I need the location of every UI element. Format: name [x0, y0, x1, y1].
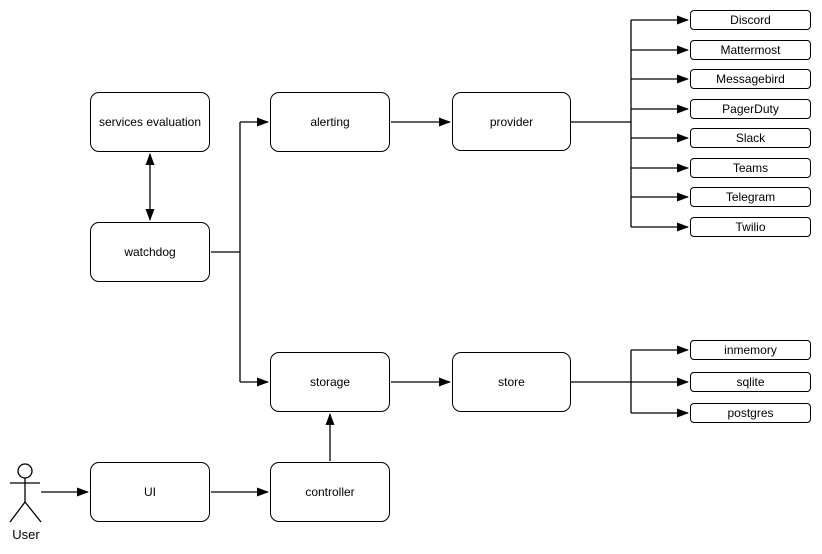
user-actor-icon — [9, 463, 42, 523]
node-store-sqlite: sqlite — [690, 372, 811, 392]
node-provider-mattermost: Mattermost — [690, 40, 811, 60]
node-store-inmemory: inmemory — [690, 340, 811, 360]
node-store-postgres: postgres — [690, 403, 811, 423]
node-controller: controller — [270, 462, 390, 522]
edge-provider-fanout — [571, 15, 689, 232]
node-watchdog: watchdog — [90, 222, 210, 282]
node-alerting: alerting — [270, 92, 390, 152]
node-provider-slack: Slack — [690, 128, 811, 148]
node-provider-messagebird: Messagebird — [690, 69, 811, 89]
node-provider-twilio: Twilio — [690, 217, 811, 237]
node-provider-discord: Discord — [690, 10, 811, 30]
node-provider-telegram: Telegram — [690, 187, 811, 207]
node-provider-teams: Teams — [690, 158, 811, 178]
node-storage: storage — [270, 352, 390, 412]
node-services-evaluation: services evaluation — [90, 92, 210, 152]
edge-watchdog-branch — [211, 117, 269, 387]
edge-store-fanout — [571, 345, 689, 418]
node-store: store — [452, 352, 571, 412]
node-ui: UI — [90, 462, 210, 522]
node-provider-pagerduty: PagerDuty — [690, 99, 811, 119]
node-provider: provider — [452, 92, 571, 151]
user-actor-label: User — [12, 527, 40, 542]
